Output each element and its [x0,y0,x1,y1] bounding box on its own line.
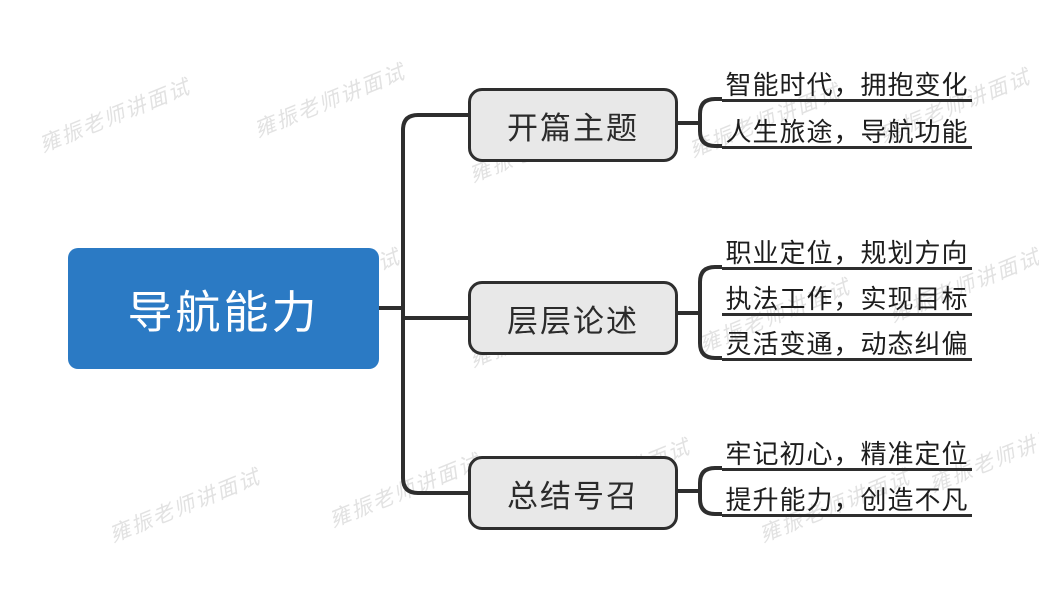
connector-bracket-0 [698,97,722,148]
connector-branch-0 [401,113,468,308]
connector-bracket-1 [698,265,722,360]
leaf-item[interactable]: 灵活变通，动态纠偏 [725,329,969,359]
branch-node-layered-discussion[interactable]: 层层论述 [468,281,678,355]
connector-bracket-2 [698,466,722,516]
root-node-label: 导航能力 [127,287,320,338]
leaf-underline [722,267,972,270]
leaf-item[interactable]: 提升能力，创造不凡 [725,485,969,515]
root-node[interactable]: 导航能力 [68,248,379,369]
connector-branch-2 [401,308,468,495]
leaf-underline [722,358,972,361]
leaf-item[interactable]: 人生旅途，导航功能 [725,117,969,147]
leaf-item[interactable]: 牢记初心，精准定位 [725,439,969,469]
leaf-item[interactable]: 职业定位，规划方向 [725,238,969,268]
branch-node-label: 层层论述 [507,303,639,339]
leaf-underline [722,146,972,149]
branch-node-summary-call[interactable]: 总结号召 [468,456,678,530]
leaf-underline [722,99,972,102]
leaf-underline [722,468,972,471]
branch-node-opening-theme[interactable]: 开篇主题 [468,88,678,162]
leaf-item[interactable]: 执法工作，实现目标 [725,284,969,314]
leaf-item[interactable]: 智能时代，拥抱变化 [725,70,969,100]
leaf-underline [722,514,972,517]
branch-node-label: 总结号召 [507,478,639,514]
leaf-underline [722,313,972,316]
branch-node-label: 开篇主题 [507,110,639,146]
